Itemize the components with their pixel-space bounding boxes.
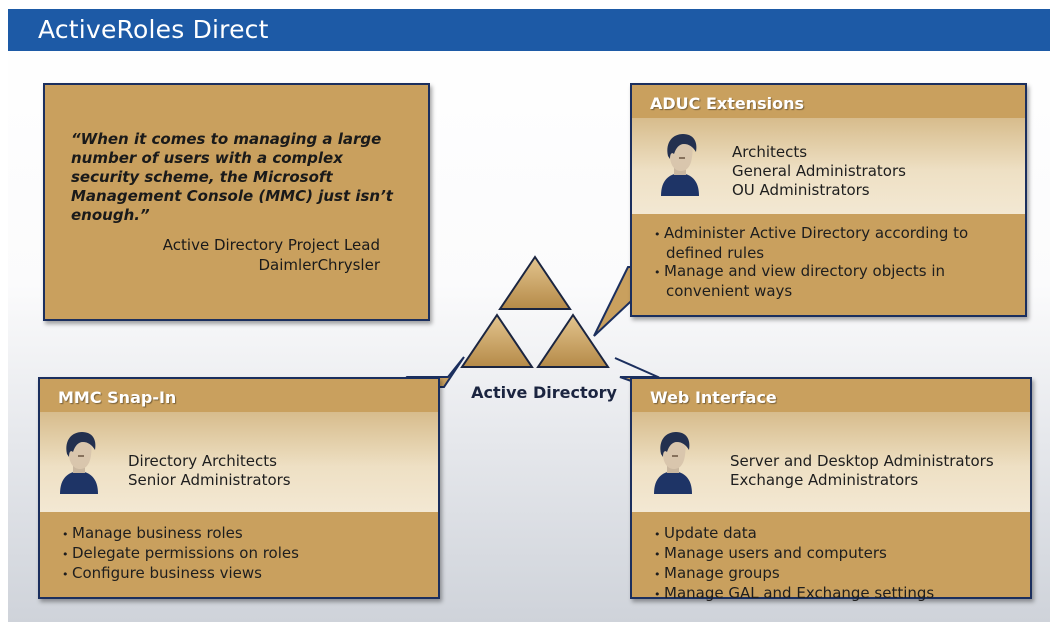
role-item: General Administrators (732, 162, 906, 180)
bullet-item: Manage GAL and Exchange settings (654, 584, 1024, 604)
quote-attribution: Active Directory Project Lead DaimlerChr… (163, 235, 380, 275)
role-item: Exchange Administrators (730, 471, 919, 489)
quote-text: “When it comes to managing a large numbe… (71, 130, 393, 224)
role-item: Senior Administrators (128, 471, 291, 489)
role-item: Server and Desktop Administrators (730, 452, 994, 470)
mmc-snapin-box: MMC Snap-In Directory Architects Senior … (38, 377, 440, 599)
mmc-roles-band (40, 412, 438, 512)
mmc-bullets: Manage business roles Delegate permissio… (62, 524, 422, 584)
bullet-item: Manage and view directory objects in con… (654, 262, 1014, 300)
attribution-role: Active Directory Project Lead (162, 236, 380, 254)
mmc-snapin-title: MMC Snap-In (58, 388, 177, 407)
mmc-roles: Directory Architects Senior Administrato… (128, 452, 291, 490)
web-interface-box: Web Interface Server and Desktop Adminis… (630, 377, 1032, 602)
triangle-logo-icon (460, 255, 610, 368)
bullet-item: Delegate permissions on roles (62, 544, 422, 564)
aduc-extensions-box: ADUC Extensions Architects General Admin… (630, 83, 1027, 317)
bullet-item: Administer Active Directory according to… (654, 224, 1014, 262)
person-icon (661, 134, 699, 196)
person-icon (654, 432, 692, 494)
bullet-item: Configure business views (62, 564, 422, 584)
web-roles: Server and Desktop Administrators Exchan… (730, 452, 994, 490)
active-directory-label: Active Directory (471, 383, 617, 402)
role-item: Architects (732, 143, 808, 161)
aduc-bullets: Administer Active Directory according to… (654, 224, 1014, 300)
quote-box: “When it comes to managing a large numbe… (43, 83, 430, 321)
role-item: Directory Architects (128, 452, 277, 470)
web-callout-edge (614, 357, 659, 378)
web-roles-band (632, 412, 1030, 512)
page-title: ActiveRoles Direct (38, 15, 269, 44)
bullet-item: Update data (654, 524, 1024, 544)
title-bar: ActiveRoles Direct (8, 9, 1050, 51)
attribution-company: DaimlerChrysler (258, 256, 381, 274)
aduc-roles-band (632, 118, 1025, 214)
role-item: OU Administrators (732, 181, 870, 199)
bullet-item: Manage users and computers (654, 544, 1024, 564)
aduc-roles: Architects General Administrators OU Adm… (732, 143, 906, 200)
aduc-extensions-title: ADUC Extensions (650, 94, 805, 113)
slide: ActiveRoles Direct “When it comes to man… (8, 9, 1050, 622)
web-bullets: Update data Manage users and computers M… (654, 524, 1024, 604)
web-interface-title: Web Interface (650, 388, 777, 407)
bullet-item: Manage business roles (62, 524, 422, 544)
person-icon (60, 432, 98, 494)
bullet-item: Manage groups (654, 564, 1024, 584)
